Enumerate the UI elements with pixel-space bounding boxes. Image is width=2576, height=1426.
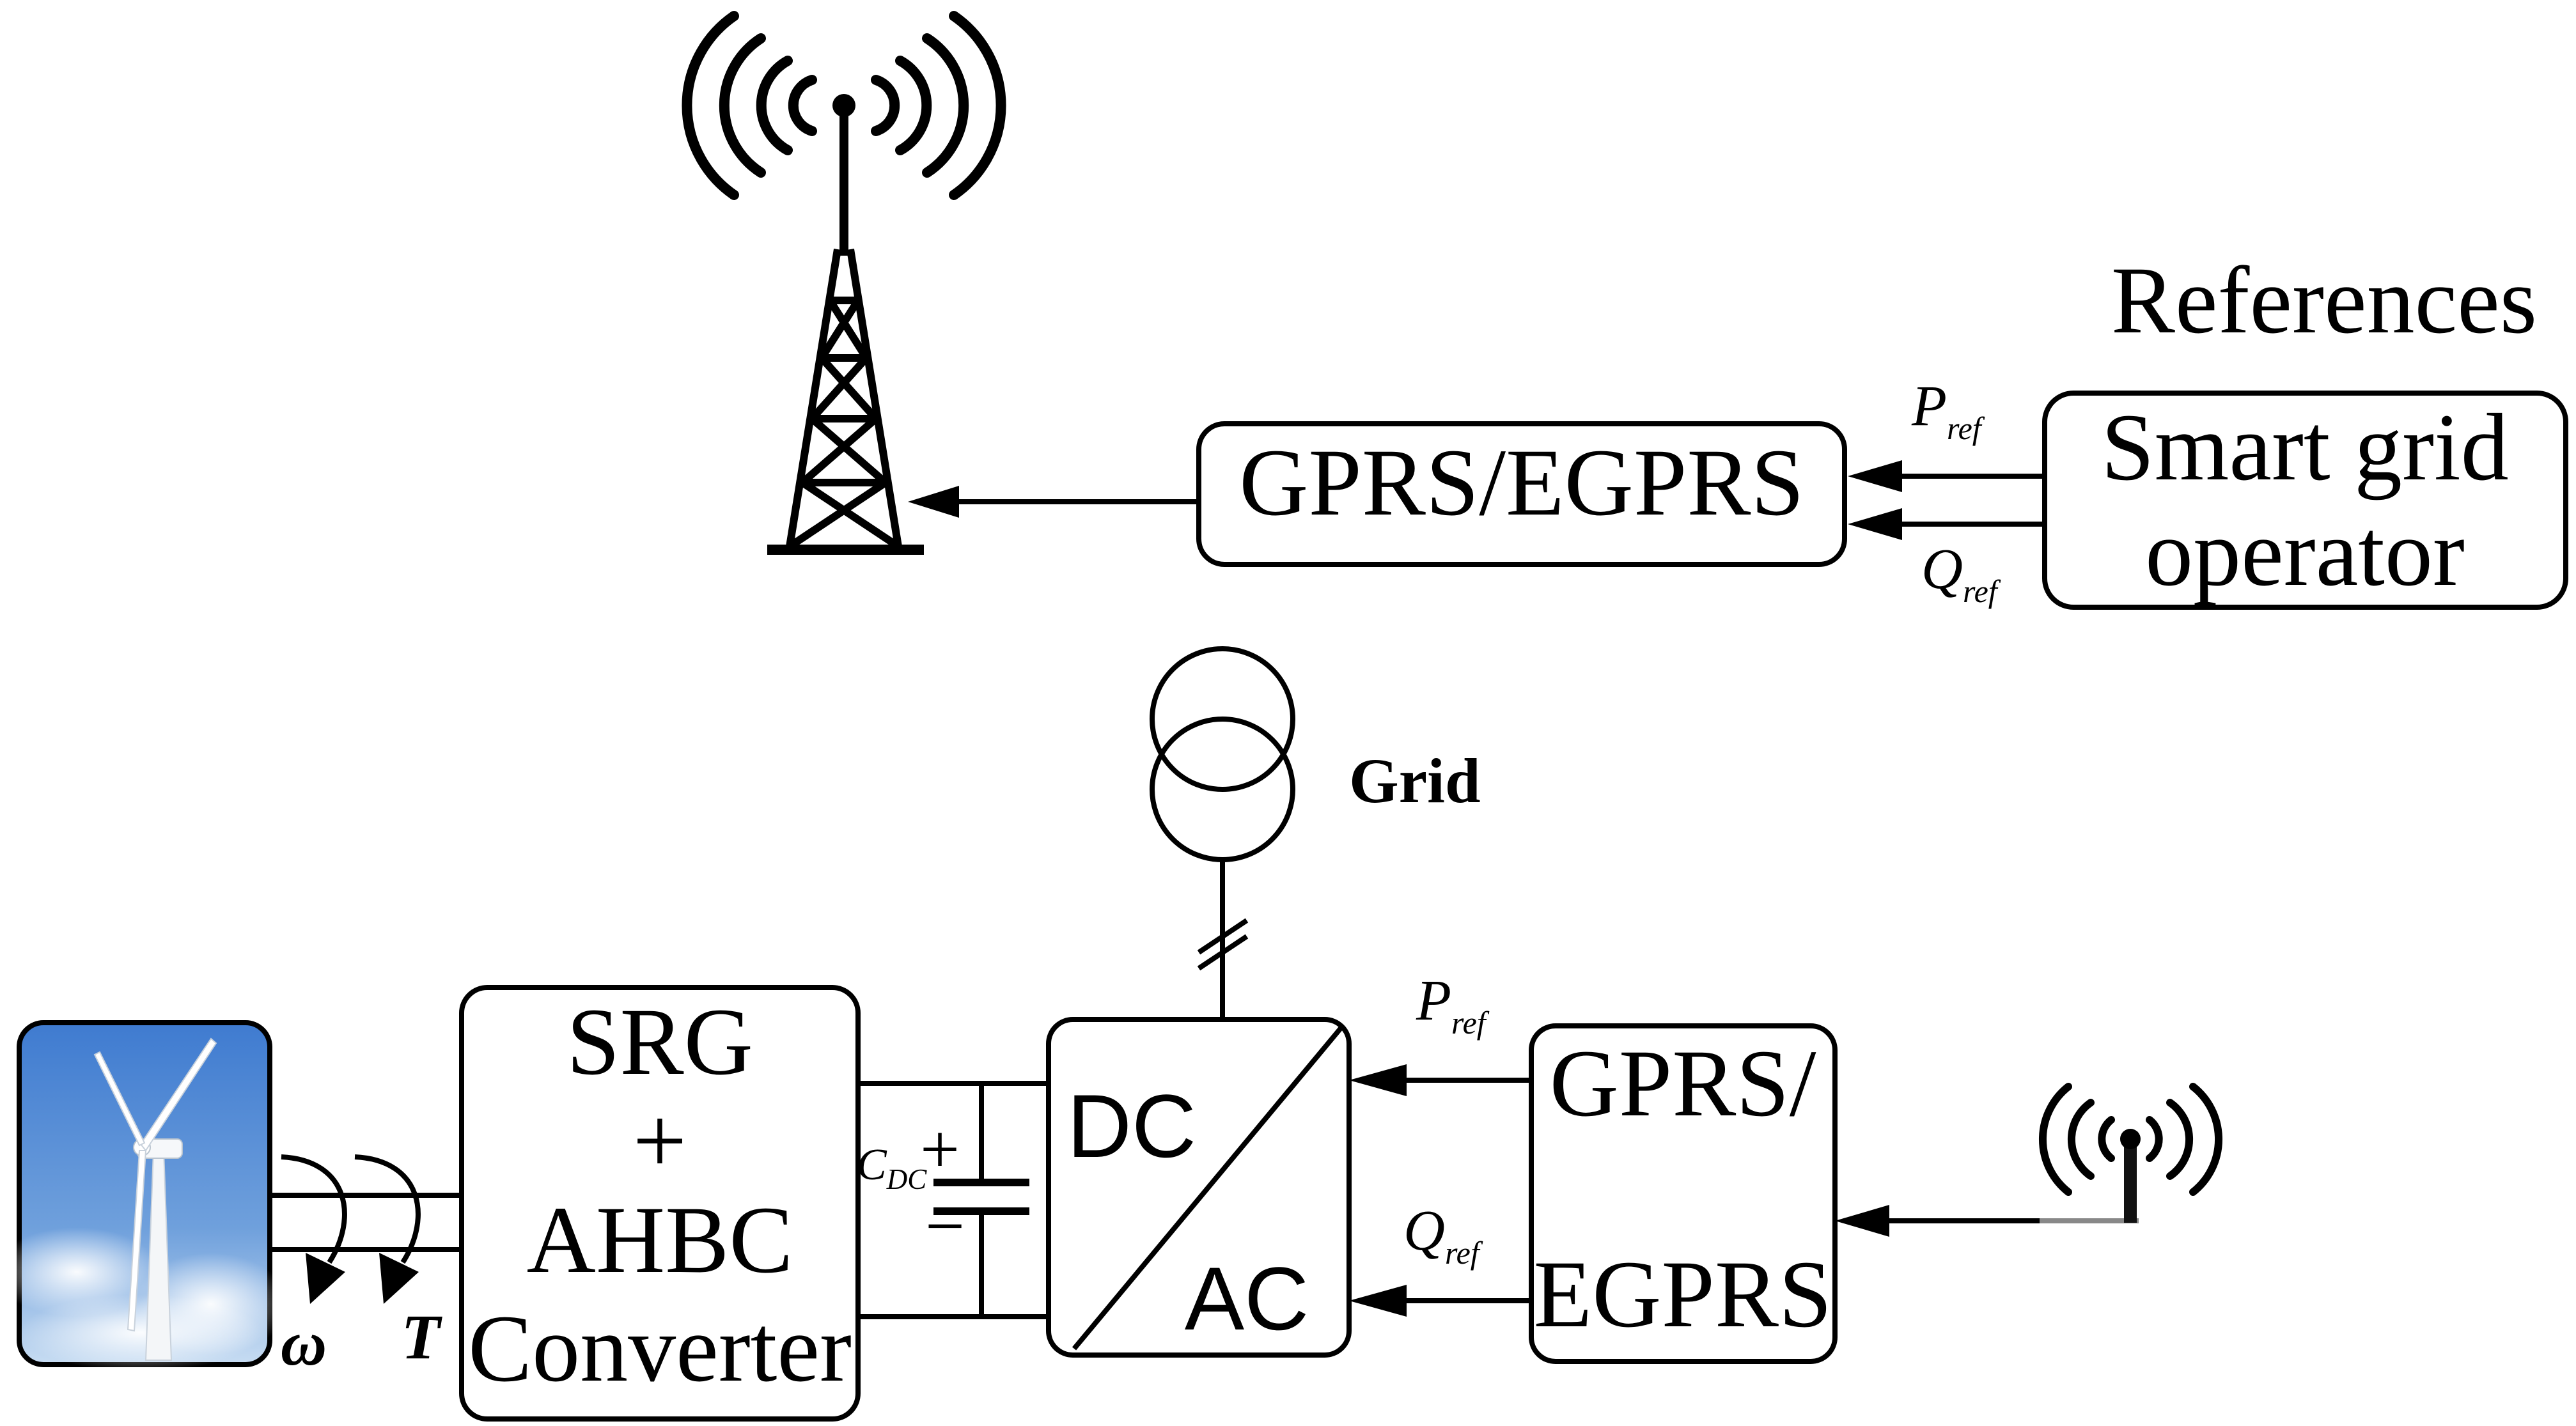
bottom-qref-arrow: [1349, 1285, 1531, 1317]
rotation-torque-icon: [354, 1154, 421, 1304]
transformer-icon: [1150, 646, 1295, 862]
ahbc-label: AHBC: [527, 1187, 793, 1293]
bottom-gprs-egprs-box: GPRS/ EGPRS: [1529, 1023, 1838, 1364]
grid-connection-line: [1197, 860, 1249, 1019]
bottom-egprs-label: EGPRS: [1534, 1241, 1832, 1347]
omega-label: ω: [281, 1308, 327, 1379]
top-gprs-egprs-label: GPRS/EGPRS: [1239, 430, 1804, 536]
smart-grid-operator-line1: Smart grid: [2101, 394, 2508, 500]
bottom-pref-label: Pref: [1416, 969, 1490, 1041]
cap-minus-label: −: [925, 1187, 965, 1265]
dc-label: DC: [1067, 1076, 1196, 1176]
top-pref-arrow: [1848, 460, 2045, 492]
converter-label: Converter: [468, 1296, 852, 1402]
radio-tower-icon: [682, 11, 1006, 555]
top-qref-arrow: [1848, 508, 2045, 540]
gprs-to-tower-arrow: [908, 486, 1199, 518]
top-qref-label: Qref: [1921, 538, 2001, 609]
antenna-icon: [2039, 1083, 2222, 1223]
top-pref-label: Pref: [1911, 375, 1985, 446]
bottom-pref-arrow: [1349, 1064, 1531, 1096]
dc-ac-converter-box: DC AC: [1046, 1017, 1352, 1358]
dc-link-capacitor-icon: [933, 1083, 1029, 1317]
antenna-to-gprs-arrow: [1835, 1205, 2040, 1237]
smart-grid-operator-box: Smart grid operator: [2042, 391, 2568, 610]
smart-grid-operator-line2: operator: [2145, 500, 2465, 606]
bottom-gprs-label: GPRS/: [1550, 1030, 1816, 1136]
srg-ahbc-converter-box: SRG + AHBC Converter: [459, 985, 861, 1422]
plus-label: +: [633, 1088, 687, 1194]
cap-plus-label: +: [920, 1110, 960, 1188]
srg-label: SRG: [566, 989, 753, 1095]
bottom-qref-label: Qref: [1403, 1199, 1483, 1271]
torque-label: T: [401, 1301, 442, 1372]
cdc-label: CDC: [857, 1140, 927, 1195]
ac-label: AC: [1185, 1248, 1309, 1349]
references-label: References: [2111, 247, 2537, 353]
grid-label: Grid: [1349, 745, 1481, 816]
top-gprs-egprs-box: GPRS/EGPRS: [1196, 421, 1847, 567]
wind-turbine-photo: [0, 1020, 288, 1371]
rotation-omega-icon: [281, 1154, 347, 1304]
